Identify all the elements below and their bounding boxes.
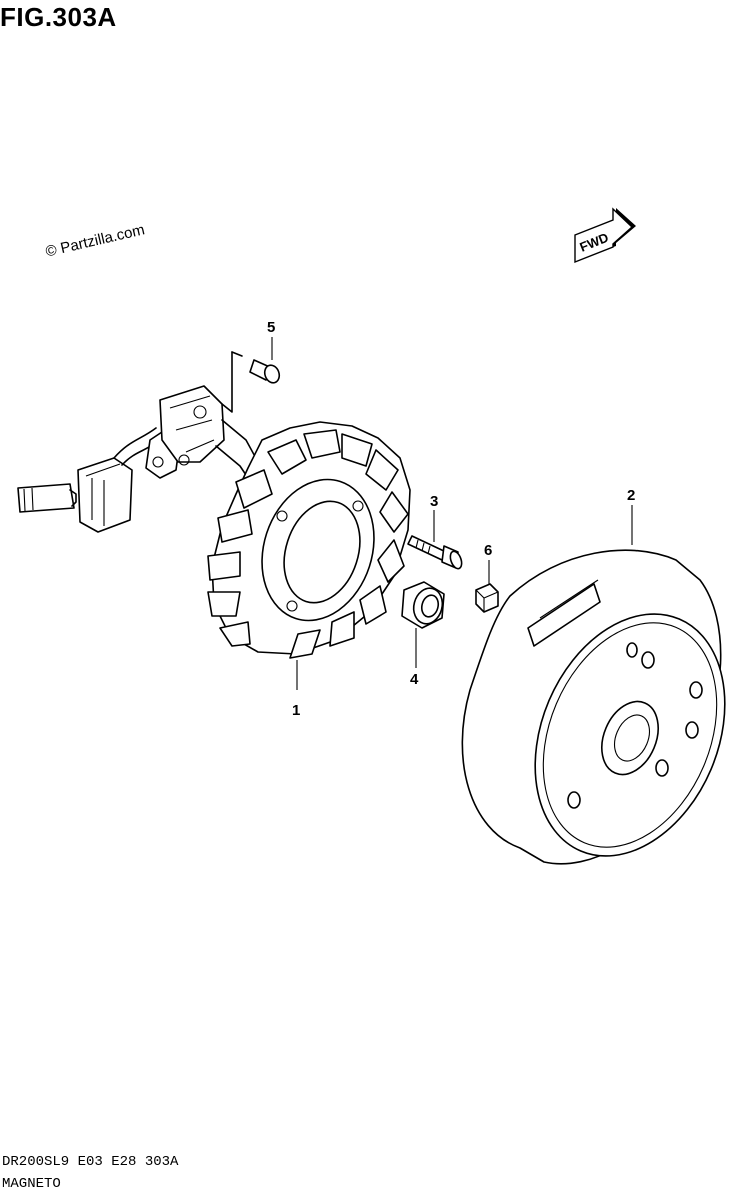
callout-2: 2 — [627, 487, 635, 504]
screw-part — [221, 351, 281, 413]
footer-code: DR200SL9 E03 E28 303A — [2, 1154, 179, 1170]
callout-3: 3 — [430, 493, 438, 510]
exploded-parts-diagram: FWD — [17, 207, 726, 865]
footer-name: MAGNETO — [2, 1176, 61, 1192]
nut-part — [401, 581, 445, 629]
callout-4: 4 — [410, 671, 419, 688]
figure-title: FIG.303A — [0, 2, 117, 32]
stator-wiring-harness — [17, 385, 259, 533]
callout-5: 5 — [267, 319, 275, 336]
stator-part — [207, 421, 411, 659]
callout-6: 6 — [484, 542, 492, 559]
bolt-part — [407, 535, 463, 570]
callout-1: 1 — [292, 702, 300, 719]
fwd-arrow-icon: FWD — [574, 207, 636, 264]
leader-lines — [271, 337, 633, 690]
rotor-part — [461, 549, 726, 865]
key-part — [475, 583, 499, 613]
